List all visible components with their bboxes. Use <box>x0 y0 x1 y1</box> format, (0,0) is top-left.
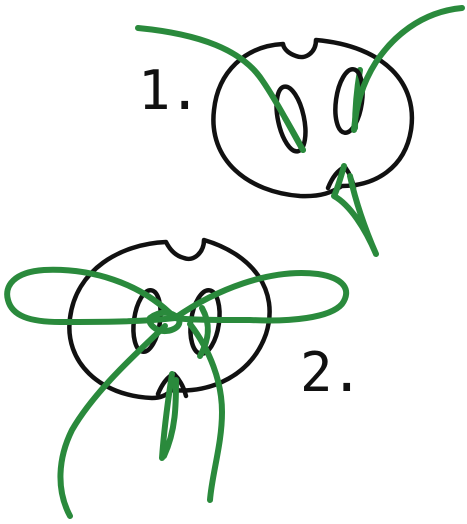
step-2-figure <box>7 240 346 516</box>
step-1-left-hole <box>271 84 310 154</box>
step-2-middle-strand <box>200 308 208 356</box>
step-2-label: 2. <box>300 346 361 400</box>
step-1-right-thread <box>354 8 462 130</box>
step-1-figure <box>138 8 462 254</box>
step-1-label: 1. <box>138 64 199 118</box>
step-2-tail-thread <box>162 374 176 458</box>
step-2-left-loop <box>7 270 175 322</box>
